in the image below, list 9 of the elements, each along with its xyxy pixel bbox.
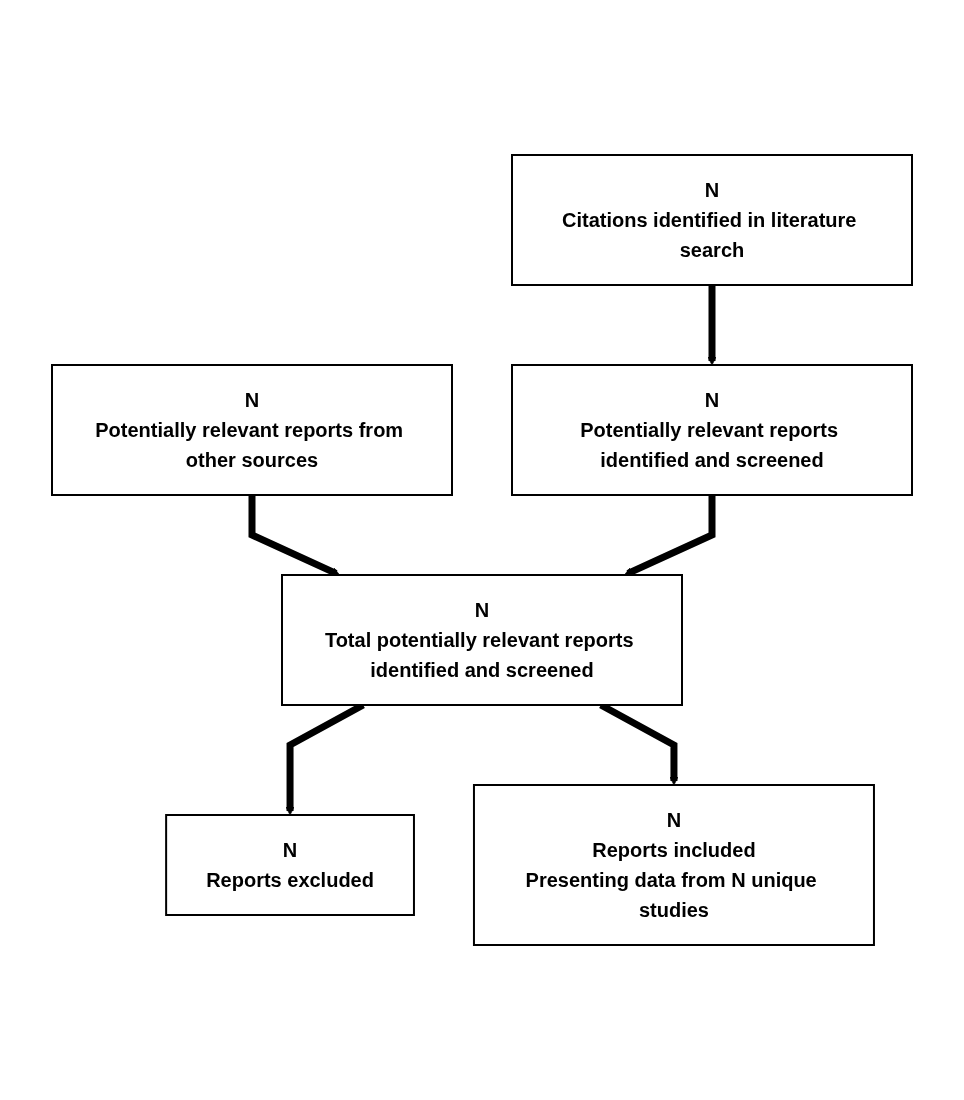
node-box: N Reports excluded [165,814,415,916]
arrow [624,495,716,577]
arrow [248,495,340,577]
node-box: N Citations identified in literature search [511,154,913,286]
node-box: N Total potentially relevant reports identified and screened [281,574,683,706]
node-box: N Reports included Presenting data from N unique studies [472,784,875,946]
node-box: N Potentially relevant reports from other sources [51,364,453,496]
arrow [707,285,717,366]
node-box: N Potentially relevant reports identified and screened [511,364,913,496]
